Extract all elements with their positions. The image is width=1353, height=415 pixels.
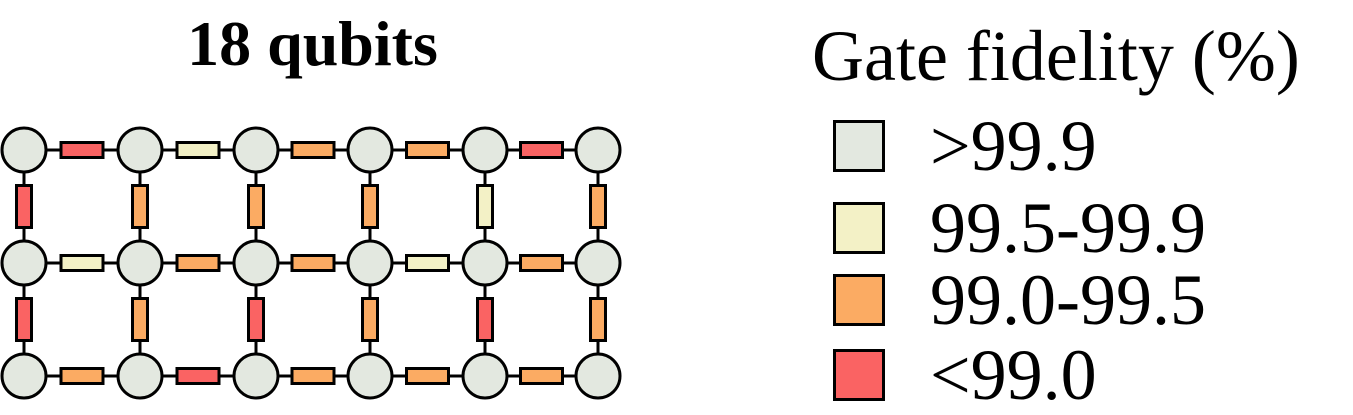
qubit-1-5 [574,239,622,287]
coupler-h-1-2 [290,254,336,272]
diagram-title: 18 qubits [187,8,438,79]
qubit-2-1 [116,352,164,400]
coupler-h-2-2 [290,367,336,385]
qubit-0-4 [461,126,509,174]
coupler-v-1-2 [247,297,265,342]
coupler-h-2-3 [405,367,450,385]
qubit-2-2 [232,352,280,400]
qubit-0-2 [232,126,280,174]
qubit-1-1 [116,239,164,287]
coupler-v-0-0 [15,184,33,229]
qubit-0-5 [574,126,622,174]
coupler-h-2-0 [59,367,105,385]
qubit-lattice [0,126,622,400]
qubit-1-0 [0,239,48,287]
coupler-h-1-1 [175,254,221,272]
coupler-v-1-0 [15,297,33,342]
qubit-2-0 [0,352,48,400]
coupler-h-1-4 [519,254,564,272]
coupler-v-0-3 [361,184,379,229]
legend-label-mid: 99.0-99.5 [930,260,1206,340]
coupler-h-0-4 [519,141,564,159]
coupler-v-0-1 [131,184,149,229]
coupler-h-2-4 [519,367,564,385]
qubit-2-3 [346,352,394,400]
qubit-1-3 [346,239,394,287]
coupler-h-0-3 [405,141,450,159]
coupler-v-0-5 [589,184,607,229]
coupler-h-0-1 [175,141,221,159]
legend-label-mid-high: 99.5-99.9 [930,188,1206,268]
qubit-2-4 [461,352,509,400]
coupler-h-1-3 [405,254,450,272]
qubit-0-3 [346,126,394,174]
coupler-h-0-2 [290,141,336,159]
legend-label-high: >99.9 [930,106,1097,186]
qubit-2-5 [574,352,622,400]
qubit-0-1 [116,126,164,174]
qubit-0-0 [0,126,48,174]
legend-swatch-high [833,120,885,172]
legend-title: Gate fidelity (%) [812,16,1300,96]
coupler-v-1-1 [131,297,149,342]
coupler-v-0-2 [247,184,265,229]
qubit-1-2 [232,239,280,287]
coupler-h-2-1 [175,367,221,385]
legend-swatch-mid-high [833,202,885,254]
legend-label-low: <99.0 [930,335,1097,415]
coupler-v-1-3 [361,297,379,342]
coupler-h-0-0 [59,141,105,159]
qubit-1-4 [461,239,509,287]
coupler-v-1-5 [589,297,607,342]
legend-swatch-low [833,349,885,401]
coupler-h-1-0 [59,254,105,272]
coupler-v-1-4 [476,297,494,342]
coupler-v-0-4 [476,184,494,229]
legend-swatch-mid [833,274,885,326]
